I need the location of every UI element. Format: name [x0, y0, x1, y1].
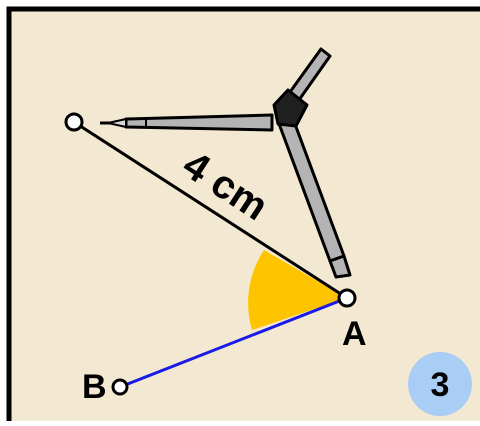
step-badge — [408, 352, 472, 416]
arc-point-marker — [64, 112, 84, 132]
step-number: 3 — [431, 366, 450, 404]
point-b-label: B — [82, 368, 107, 406]
diagram-panel — [6, 6, 480, 426]
measured-segment — [73, 120, 348, 300]
point-a-marker — [337, 288, 357, 308]
segment-ab — [119, 296, 348, 389]
compass-hinge — [272, 88, 309, 128]
angle-sector-icon — [248, 250, 347, 330]
point-a-label: A — [342, 315, 367, 353]
point-b-marker — [111, 378, 129, 396]
compass-tool-icon — [100, 47, 352, 279]
